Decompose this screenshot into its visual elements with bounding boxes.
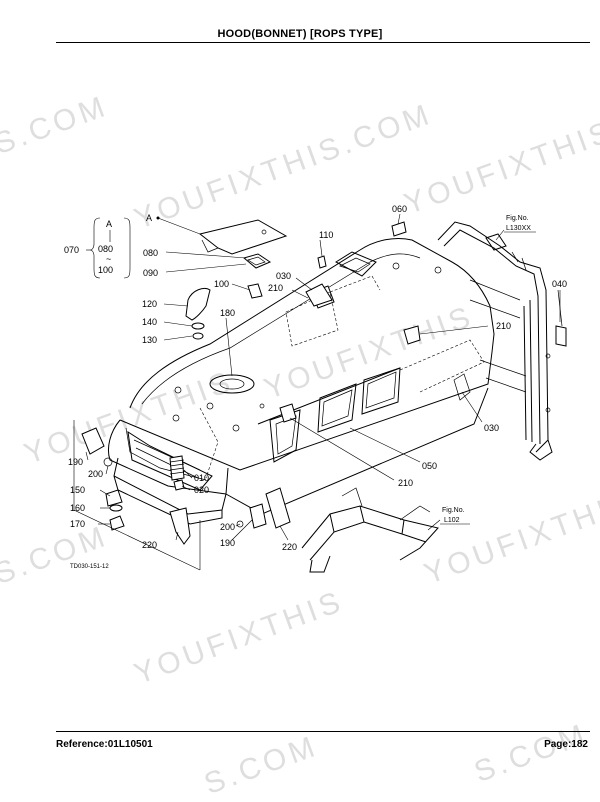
rops-frame	[437, 221, 567, 461]
hood-hardware	[81, 427, 291, 545]
callout-010: 010	[194, 473, 209, 483]
callout-120: 120	[142, 299, 157, 309]
fig-ref-1-code: L130XX	[506, 225, 531, 232]
callout-030-top: 030	[276, 271, 291, 281]
callout-090: 090	[143, 268, 158, 278]
callout-210-right: 210	[496, 321, 511, 331]
callout-190-left: 190	[68, 457, 83, 467]
fig-ref-2-label: Fig.No.	[442, 507, 465, 514]
callout-180: 180	[220, 308, 235, 318]
callout-210-bottom: 210	[398, 478, 413, 488]
group-bracket-070	[86, 217, 131, 279]
lower-frame	[301, 487, 439, 573]
callout-220-left: 220	[142, 540, 157, 550]
group-letter-a: A	[106, 219, 112, 229]
drawing-code: TD030-151-12	[70, 564, 109, 570]
callout-170: 170	[70, 519, 85, 529]
callout-040: 040	[552, 279, 567, 289]
callout-200-left: 200	[88, 469, 103, 479]
footer-divider	[56, 731, 590, 732]
hood-panel-parts	[185, 219, 407, 340]
callout-160: 160	[70, 503, 85, 513]
callout-070: 070	[64, 245, 79, 255]
callout-210-top: 210	[268, 283, 283, 293]
parts-diagram: 070 A 080 ~ 100 A 080 090 100 120 140 13…	[64, 204, 567, 573]
leader-lines	[85, 213, 561, 541]
callout-130: 130	[142, 335, 157, 345]
callout-020: 020	[194, 485, 209, 495]
group-tilde: ~	[106, 254, 111, 264]
fig-ref-2-code: L102	[444, 517, 460, 524]
reference-number: Reference:01L10501	[56, 739, 153, 750]
callout-200-right: 200	[220, 522, 235, 532]
callout-110: 110	[319, 230, 333, 240]
header-divider	[56, 42, 590, 43]
callout-030-right: 030	[484, 423, 499, 433]
callout-060: 060	[392, 204, 407, 214]
group-start-080: 080	[98, 244, 113, 254]
callout-080: 080	[143, 248, 158, 258]
callout-140: 140	[142, 317, 157, 327]
callout-220-right: 220	[282, 542, 297, 552]
group-end-100: 100	[98, 265, 113, 275]
page-number: Page:182	[544, 739, 588, 750]
marker-a: A	[146, 213, 152, 223]
callout-100: 100	[214, 279, 229, 289]
callout-190-right: 190	[220, 538, 235, 548]
hood-body	[107, 237, 495, 525]
callout-150: 150	[70, 485, 85, 495]
callout-labels: 070 A 080 ~ 100 A 080 090 100 120 140 13…	[64, 204, 567, 570]
callout-050: 050	[422, 461, 437, 471]
page-title: HOOD(BONNET) [ROPS TYPE]	[217, 28, 383, 40]
fig-ref-1-label: Fig.No.	[506, 215, 529, 222]
